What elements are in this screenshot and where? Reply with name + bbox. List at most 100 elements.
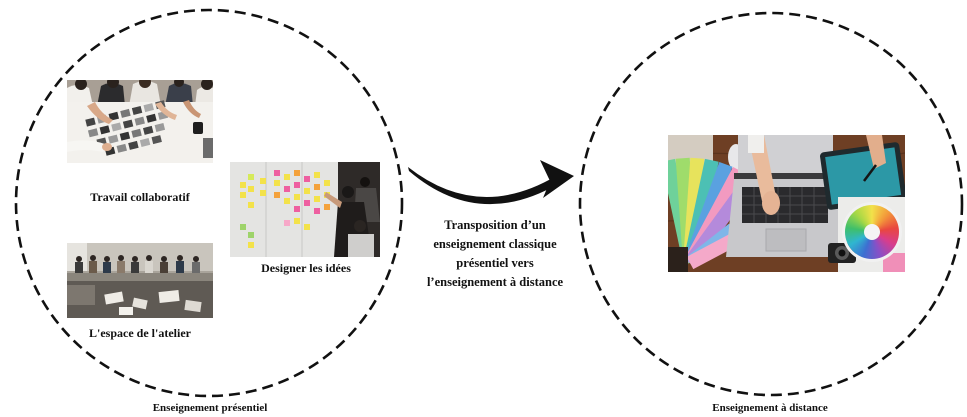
photo-detail: [90, 255, 96, 261]
photo-detail: [120, 108, 131, 118]
photo-detail: [103, 262, 111, 274]
transition-line: Transposition d’un: [444, 218, 546, 232]
photo-detail: [118, 255, 124, 261]
photo-detail: [107, 80, 119, 88]
photo-detail: [131, 105, 143, 115]
photo-detail: [116, 143, 127, 153]
caption-designing-ideas: Designer les idées: [261, 261, 351, 275]
photo-collaborative-work: [67, 80, 213, 163]
photo-detail: [203, 138, 213, 158]
arrow-shaft: [408, 167, 558, 205]
papers-on-floor: [104, 289, 202, 315]
photo-detail: [143, 125, 154, 135]
workshop-wall: [67, 243, 213, 271]
photo-detail: [762, 191, 780, 215]
photo-detail: [324, 204, 330, 210]
photo-detail: [324, 192, 342, 208]
photo-detail: [161, 256, 167, 262]
photo-detail: [240, 182, 246, 188]
photo-detail: [75, 262, 83, 274]
photo-detail: [87, 128, 99, 138]
photo-detail: [260, 190, 266, 196]
curved-arrow-right-icon: [408, 160, 574, 205]
photo-detail: [354, 220, 366, 232]
left-section-title: Enseignement présentiel: [152, 402, 268, 414]
photo-detail: [129, 81, 161, 106]
photo-detail: [284, 198, 290, 204]
photo-detail: [866, 135, 886, 169]
photo-detail: [154, 122, 166, 132]
caption-workshop-space: L'espace de l'atelier: [89, 326, 191, 340]
photo-detail: [174, 80, 184, 87]
photo-detail: [342, 186, 354, 198]
photo-detail: [67, 285, 95, 305]
photo-detail: [294, 218, 300, 224]
photo-detail: [825, 147, 902, 205]
cup: [193, 122, 203, 134]
photo-detail: [193, 256, 199, 262]
photo-detail: [119, 307, 133, 315]
photo-detail: [131, 128, 142, 138]
photo-detail: [67, 85, 93, 106]
photo-detail: [183, 100, 201, 118]
arms: [67, 100, 201, 152]
photo-detail: [158, 289, 180, 304]
photo-detail: [683, 157, 705, 264]
photo-detail: [294, 182, 300, 188]
photo-detail: [76, 256, 82, 262]
photo-detail: [184, 299, 202, 313]
photo-detail: [108, 111, 120, 121]
photo-detail: [134, 116, 145, 126]
photo-detail: [87, 102, 113, 124]
photo-detail: [89, 261, 97, 274]
photo-detail: [99, 125, 111, 135]
photo-detail: [248, 242, 254, 248]
photo-detail: [132, 256, 138, 262]
photo-detail: [75, 80, 87, 90]
photo-detail: [294, 194, 300, 200]
photo-detail: [294, 170, 300, 176]
transition-line: l’enseignement à distance: [426, 275, 564, 289]
trackpad: [765, 228, 807, 252]
arrow-head: [540, 160, 574, 198]
photo-detail: [104, 256, 110, 262]
transition-line: présentiel vers: [456, 256, 534, 270]
photo-detail: [248, 174, 254, 180]
people-at-wall: [324, 177, 380, 257]
photo-detail: [248, 232, 254, 238]
right-circle-boundary: [578, 11, 964, 397]
photo-detail: [85, 117, 96, 127]
color-wheel: [845, 205, 899, 259]
caption-collaborative-work: Travail collaboratif: [90, 190, 190, 204]
photo-detail: [145, 261, 153, 274]
right-section-title: Enseignement à distance: [712, 402, 828, 414]
photo-detail: [838, 249, 846, 257]
photo-detail: [304, 188, 310, 194]
photo-detail: [324, 180, 330, 186]
photo-detail: [284, 174, 290, 180]
photo-detail: [122, 119, 134, 129]
photo-detail: [284, 220, 290, 226]
typing-hand: [748, 135, 780, 215]
photo-detail: [151, 135, 162, 145]
photo-detail: [117, 261, 125, 274]
photo-detail: [176, 261, 184, 274]
photo-designing-ideas: [230, 162, 380, 257]
photo-detail: [201, 80, 213, 90]
photo-detail: [274, 192, 280, 198]
photo-detail: [240, 224, 246, 230]
photo-detail: [146, 113, 157, 123]
photo-detail: [155, 102, 177, 120]
photo-detail: [192, 262, 200, 274]
photo-detail: [104, 291, 124, 305]
photo-detail: [177, 255, 183, 261]
photo-detail: [883, 253, 905, 272]
photo-detail: [294, 206, 300, 212]
photo-detail: [734, 173, 837, 179]
photo-detail: [195, 86, 213, 106]
photo-detail: [160, 262, 168, 274]
photo-detail: [304, 224, 310, 230]
photo-detail: [274, 170, 280, 176]
